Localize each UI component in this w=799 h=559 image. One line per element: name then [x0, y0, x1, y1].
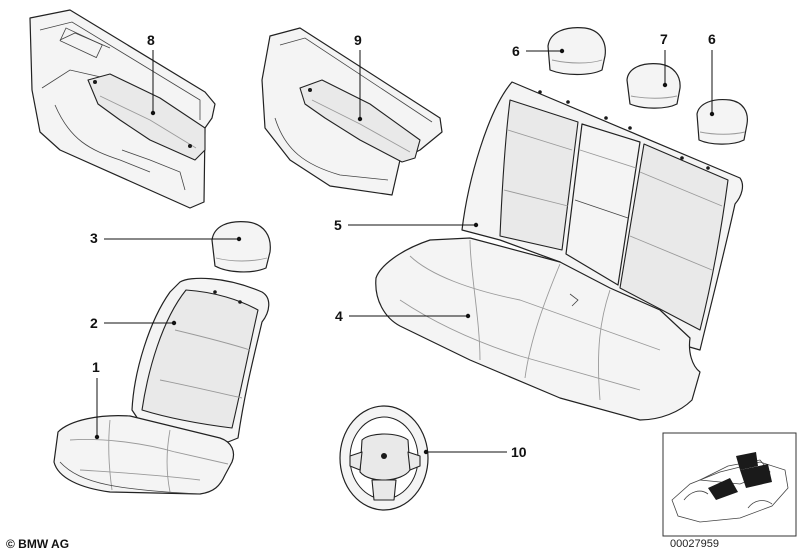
- rear-headrest-left: [547, 27, 606, 76]
- callout-1: 1: [92, 359, 100, 440]
- callout-2: 2: [90, 315, 177, 331]
- callout-9: 9: [354, 32, 363, 122]
- callout-label-10: 10: [511, 444, 527, 460]
- vehicle-location-thumbnail: [662, 432, 797, 537]
- callout-label-3: 3: [90, 230, 98, 246]
- rear-headrest-right: [696, 98, 748, 145]
- callout-label-6-left: 6: [512, 43, 520, 59]
- callout-label-2: 2: [90, 315, 98, 331]
- callout-label-6-right: 6: [708, 31, 716, 47]
- front-seat-cushion: [53, 415, 235, 495]
- callout-8: 8: [147, 32, 156, 116]
- callout-3: 3: [90, 230, 242, 246]
- callout-4: 4: [335, 308, 471, 324]
- document-number: 00027959: [670, 538, 719, 550]
- front-seat-backrest: [131, 277, 270, 443]
- copyright-notice: © BMW AG: [6, 537, 70, 551]
- callout-label-8: 8: [147, 32, 155, 48]
- callout-label-4: 4: [335, 308, 343, 324]
- rear-seat-cushion: [375, 237, 701, 421]
- callout-label-5: 5: [334, 217, 342, 233]
- callout-7: 7: [660, 31, 668, 88]
- steering-wheel: [339, 405, 429, 511]
- front-door-trim-panel: [29, 9, 216, 209]
- callout-10: 10: [423, 444, 527, 460]
- callout-5: 5: [334, 217, 479, 233]
- rear-door-trim-panel: [261, 27, 443, 196]
- front-headrest: [211, 221, 271, 273]
- callout-label-9: 9: [354, 32, 362, 48]
- rear-headrest-center: [626, 63, 681, 109]
- callout-label-7: 7: [660, 31, 668, 47]
- callout-label-1: 1: [92, 359, 100, 375]
- callout-6-left: 6: [512, 43, 565, 59]
- callout-6-right: 6: [708, 31, 716, 117]
- rear-seat-backrest: [461, 81, 744, 351]
